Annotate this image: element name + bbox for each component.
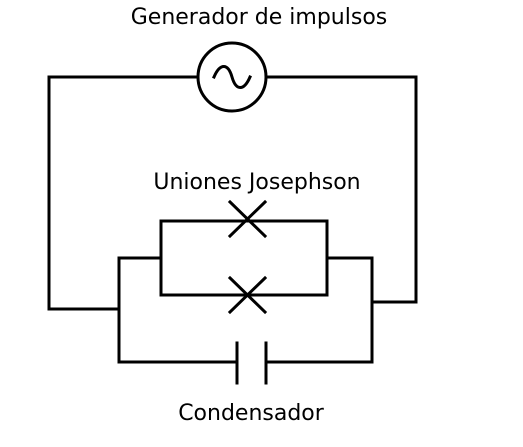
ac-source-icon	[196, 41, 268, 113]
generator-label: Generador de impulsos	[131, 5, 388, 30]
capacitor-label: Condensador	[178, 401, 325, 426]
josephson-junction-icon	[227, 199, 268, 239]
outer-loop	[47, 75, 418, 311]
josephson-junction-icon	[227, 275, 268, 315]
capacitor-icon	[235, 341, 268, 385]
junctions-label: Uniones Josephson	[153, 170, 360, 195]
